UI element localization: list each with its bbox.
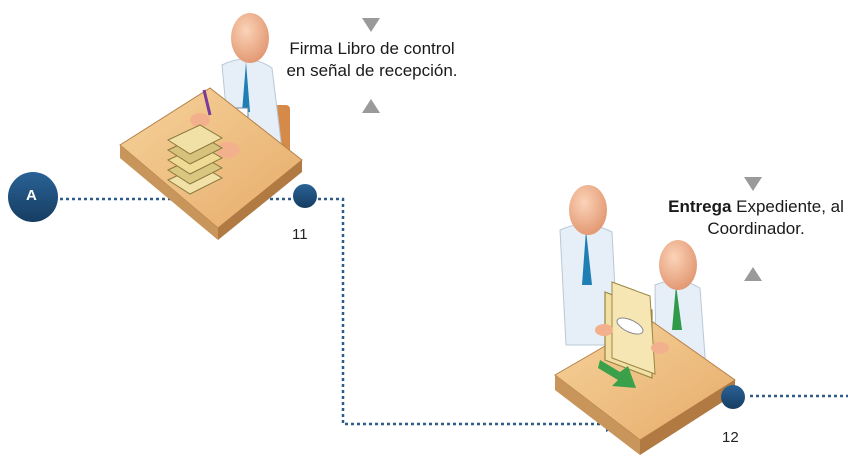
books-stack [166,124,224,195]
step-12-caption-line1: Entrega Expediente, al [664,196,848,218]
step-11-illustration [119,13,303,240]
step-12-node [721,385,745,409]
step-12-illustration [554,185,736,455]
step-11-node [293,184,317,208]
step-12-marker-top [744,177,762,191]
step-11-caption: Firma Libro de control en señal de recep… [282,38,462,82]
step-12-caption-bold: Entrega [668,197,732,216]
step-12-marker-bottom [744,267,762,281]
step-12-caption-line2: Coordinador. [707,219,805,238]
step-11-marker-bottom [362,99,380,113]
connector-a-label: A [26,187,37,204]
step-11-caption-line2: en señal de recepción. [286,61,458,80]
handoff-arrow-icon [598,360,636,388]
flow-line-11-to-12 [318,197,610,426]
step-12-caption: Entrega Expediente, al Coordinador. [664,196,848,240]
connector-a-node [8,172,58,222]
step-11-caption-line1: Firma Libro de control [289,39,455,58]
step-12-caption-rest: Expediente, al [731,197,844,216]
step-12-number: 12 [722,429,739,446]
step-11-marker-top [362,18,380,32]
step-11-number: 11 [292,226,308,243]
